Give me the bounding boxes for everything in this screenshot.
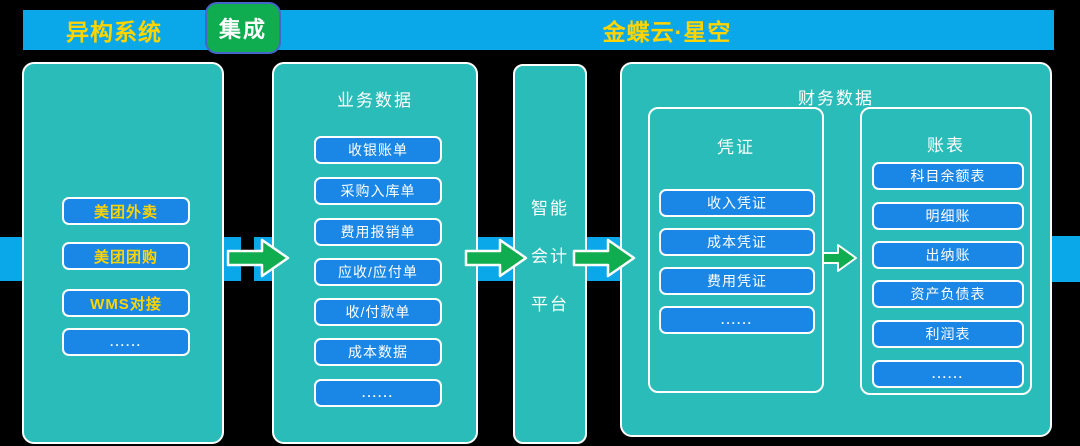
header-left-label: 异构系统 [66,19,162,45]
voucher-item: 费用凭证 [659,267,815,295]
voucher-title: 凭证 [717,138,755,157]
source-item-more: ...... [62,328,190,356]
integration-badge: 集成 [205,2,281,54]
source-item: 美团外卖 [62,197,190,225]
voucher-item-more: ...... [659,306,815,334]
finance-data-panel: 财务数据 凭证 收入凭证 成本凭证 费用凭证 ...... 账表 科目余额表 明… [620,62,1052,437]
report-item: 利润表 [872,320,1024,348]
source-item: 美团团购 [62,242,190,270]
flow-arrow-icon [226,238,290,278]
source-systems-panel: 美团外卖 美团团购 WMS对接 ...... [22,62,224,444]
business-item: 收/付款单 [314,298,442,326]
report-item: 科目余额表 [872,162,1024,190]
business-item: 应收/应付单 [314,258,442,286]
business-item: 费用报销单 [314,218,442,246]
connector-tab-far-left [0,237,22,281]
source-item: WMS对接 [62,289,190,317]
voucher-item: 成本凭证 [659,228,815,256]
platform-line: 平台 [531,294,569,314]
business-item: 采购入库单 [314,177,442,205]
report-item: 资产负债表 [872,280,1024,308]
business-item-more: ...... [314,379,442,407]
report-title: 账表 [927,136,965,155]
header-bar [23,10,1054,50]
platform-line: 会计 [531,246,569,266]
report-subpanel: 账表 科目余额表 明细账 出纳账 资产负债表 利润表 ...... [860,107,1032,395]
report-item-more: ...... [872,360,1024,388]
business-data-title: 业务数据 [337,91,413,110]
voucher-subpanel: 凭证 收入凭证 成本凭证 费用凭证 ...... [648,107,824,393]
header-right-label: 金蝶云·星空 [602,19,732,45]
business-item: 成本数据 [314,338,442,366]
finance-data-title: 财务数据 [798,89,874,108]
connector-tab-far-right [1052,236,1080,282]
platform-line: 智能 [531,198,569,218]
flow-arrow-icon [572,238,636,278]
report-item: 出纳账 [872,241,1024,269]
business-data-panel: 业务数据 收银账单 采购入库单 费用报销单 应收/应付单 收/付款单 成本数据 … [272,62,478,444]
voucher-item: 收入凭证 [659,189,815,217]
flow-arrow-icon [822,244,857,272]
flow-arrow-icon [464,238,528,278]
business-item: 收银账单 [314,136,442,164]
report-item: 明细账 [872,202,1024,230]
